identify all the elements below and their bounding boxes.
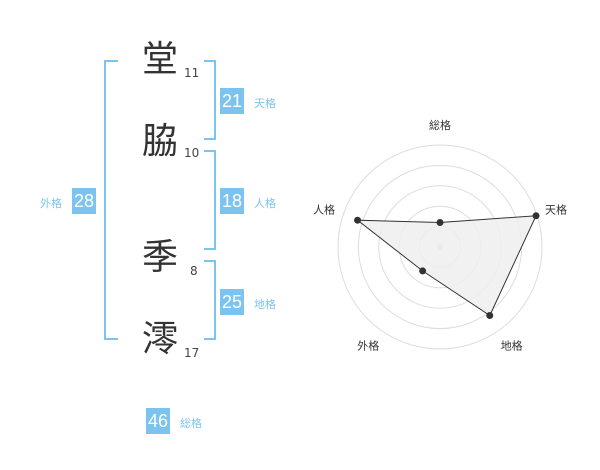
radar-area [355, 215, 537, 317]
gaikaku-value: 28 [72, 188, 97, 214]
jinkaku-label: 人格 [254, 197, 276, 210]
chikaku-bracket [204, 260, 216, 340]
radar-axis-label-2: 天格 [545, 202, 567, 216]
radar-ring [337, 144, 543, 350]
tenkaku-label: 天格 [254, 97, 276, 110]
radar-axis-label-1: 総格 [429, 118, 451, 132]
radar-point-1 [436, 219, 444, 227]
radar-point-3 [486, 311, 494, 319]
name-char-1: 堂 [142, 39, 179, 80]
name-char-3: 季 [142, 237, 179, 278]
gaikaku-bracket [104, 60, 118, 340]
soukaku-value: 46 [146, 408, 171, 434]
stroke-count-3: 8 [190, 264, 198, 278]
name-char-2: 脇 [142, 121, 179, 162]
radar-axis-label-5: 人格 [313, 202, 335, 216]
radar-axis-label-3: 地格 [501, 339, 523, 353]
jinkaku-bracket [204, 150, 216, 250]
chikaku-label: 地格 [254, 298, 276, 311]
radar-point-4 [419, 267, 427, 275]
stroke-count-4: 17 [184, 346, 200, 360]
soukaku-label: 総格 [180, 417, 202, 430]
radar-points [354, 212, 540, 319]
gaikaku-label: 外格 [40, 197, 62, 210]
radar-axis-label-4: 外格 [357, 339, 379, 353]
tenkaku-bracket [204, 60, 216, 140]
chikaku-value: 25 [220, 289, 245, 315]
radar-point-2 [532, 212, 540, 220]
jinkaku-value: 18 [220, 188, 245, 214]
stroke-count-1: 11 [184, 66, 200, 80]
radar-point-5 [354, 216, 362, 224]
tenkaku-value: 21 [220, 88, 245, 114]
stroke-count-2: 10 [184, 146, 200, 160]
name-char-4: 澪 [142, 319, 179, 360]
